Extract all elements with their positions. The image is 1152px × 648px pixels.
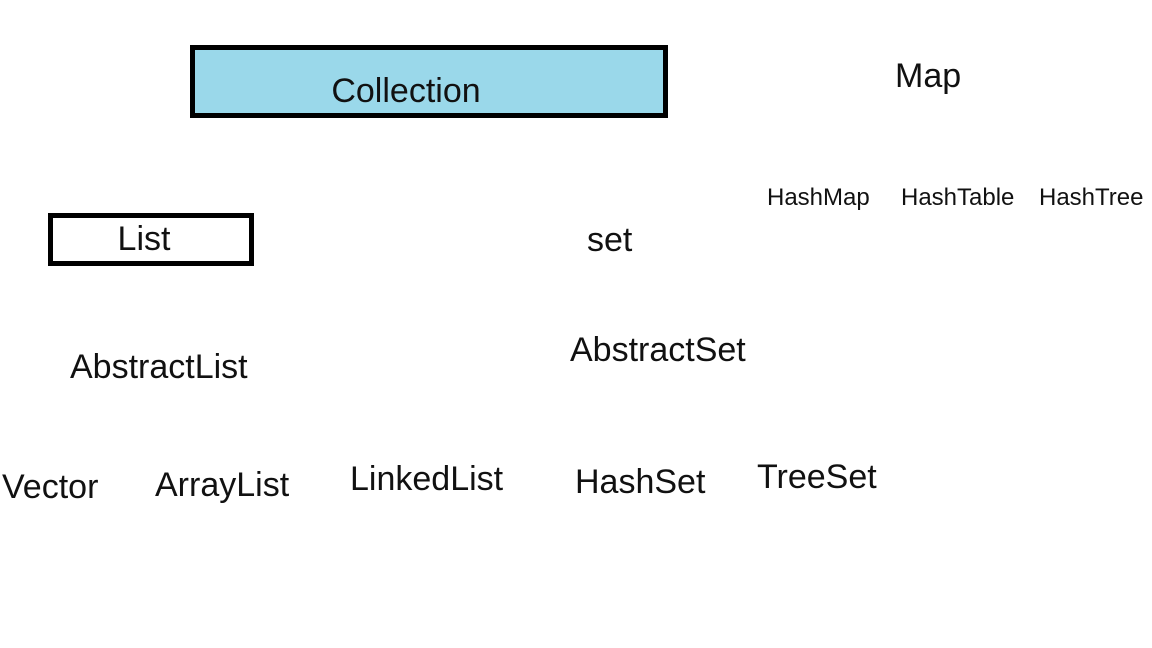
list-node-box: List — [48, 213, 254, 266]
arraylist-node-label: ArrayList — [155, 466, 290, 504]
vector-node-label: Vector — [2, 468, 99, 506]
hashtable-node-label: HashTable — [901, 184, 1015, 211]
map-node-label: Map — [895, 57, 962, 95]
collection-node-box: Collection — [190, 45, 668, 118]
hashset-node-label: HashSet — [575, 463, 706, 501]
set-node-label: set — [587, 221, 633, 259]
linkedlist-node-label: LinkedList — [350, 460, 504, 498]
treeset-node-label: TreeSet — [757, 458, 877, 496]
abstractset-node-label: AbstractSet — [570, 331, 746, 369]
list-node-label: List — [117, 220, 171, 258]
collection-node-label: Collection — [331, 72, 481, 110]
hashmap-node-label: HashMap — [767, 184, 870, 211]
abstractlist-node-label: AbstractList — [70, 348, 248, 386]
hashtree-node-label: HashTree — [1039, 184, 1144, 211]
